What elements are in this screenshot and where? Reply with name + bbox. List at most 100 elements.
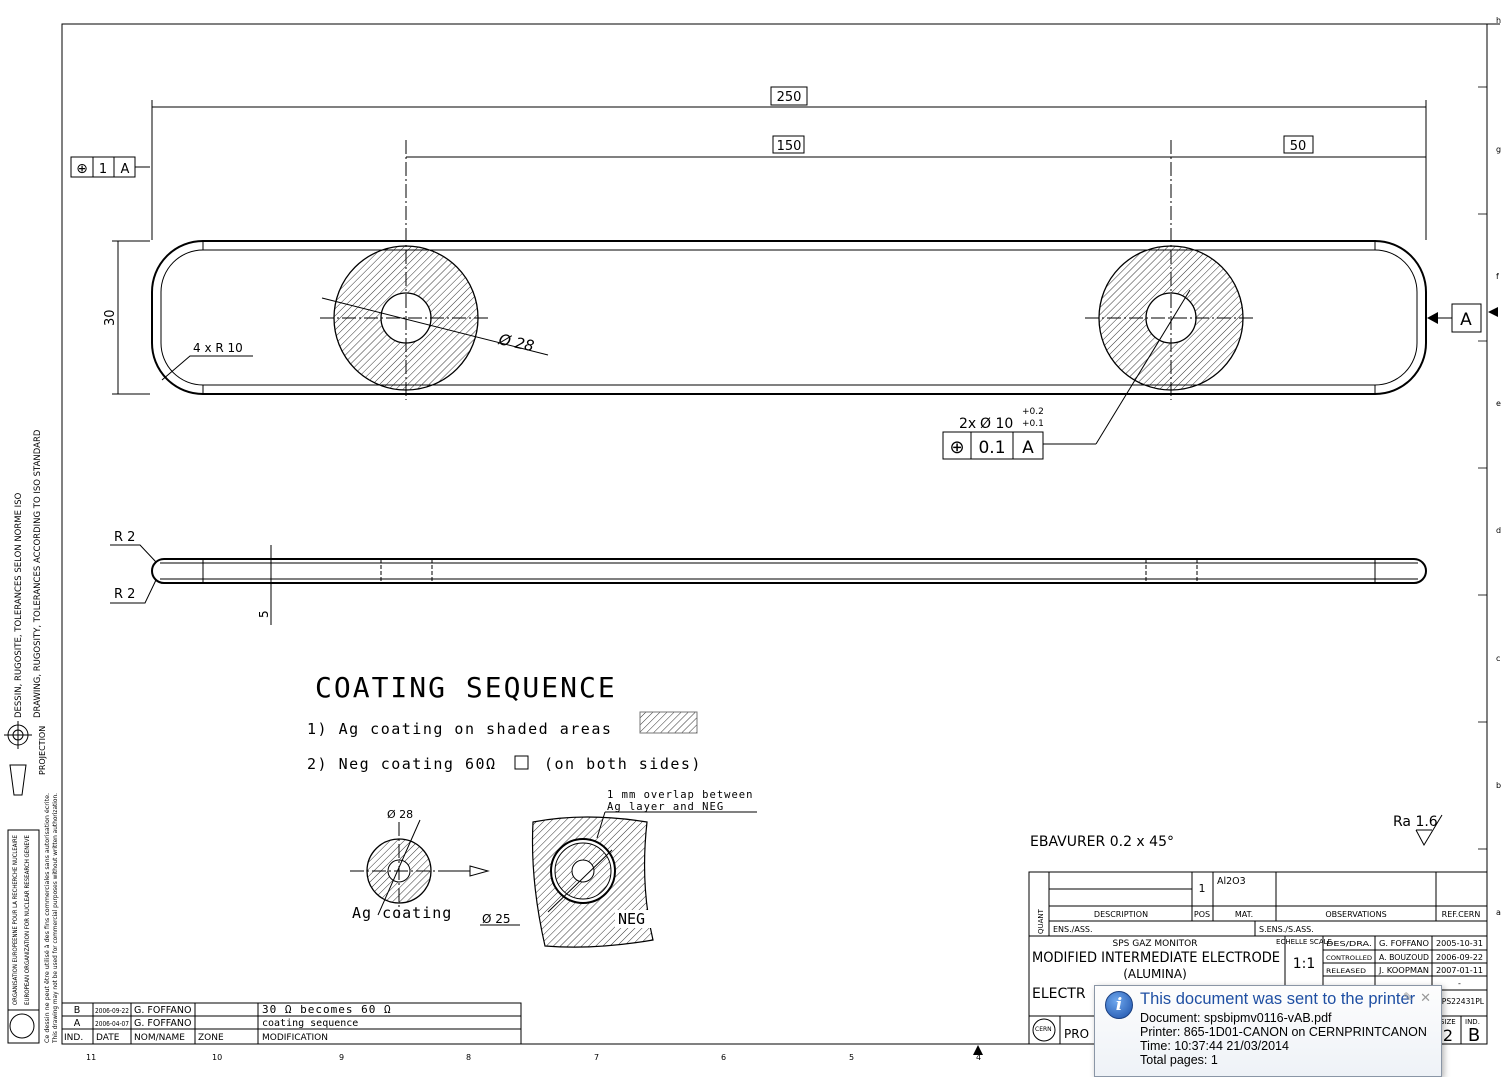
hole-diameter: Ø 10 (980, 416, 1013, 432)
settings-wrench-icon[interactable]: ✎ (1402, 990, 1413, 1004)
drawing-line: B 2006-09-22 G. FOFFANO 30 Ω becomes 60 … (64, 1003, 391, 1043)
drawing-line (1283, 135, 1314, 154)
drawing-text: 5 (849, 1053, 854, 1062)
drawing-line (547, 849, 613, 913)
side-view: 5 R 2 R 2 (110, 530, 1427, 625)
drawing-line (514, 755, 529, 770)
datum-label: A (1460, 310, 1472, 330)
position-tolerance-frame: ⊕ 1 A (70, 156, 150, 178)
dim-boss-diameter: Ø 28 (496, 330, 536, 355)
dim-edge-radius-top: R 2 (114, 530, 135, 545)
column-markers: 11 10 9 8 7 6 5 4 (86, 1053, 981, 1062)
notification-pages: Total pages: 1 (1140, 1053, 1218, 1067)
drawing-text: ENS./ASS. (1053, 925, 1093, 934)
drawing-text: EUROPEAN ORGANIZATION FOR NUCLEAR RESEAR… (24, 835, 31, 1005)
drawing-text: 2007-01-11 (1436, 966, 1483, 975)
drawing-text: b (1496, 781, 1501, 790)
drawing-text: S.ENS./S.ASS. (1259, 925, 1314, 934)
drawing-text: DESCRIPTION (1094, 910, 1148, 919)
drawing-text: A. BOUZOUD (1379, 953, 1429, 962)
drawing-line (770, 86, 808, 106)
hole-tolerance-frame: ⊕ 0.1 A (942, 431, 1044, 460)
dim-edge-offset: 50 (1290, 139, 1307, 154)
drawing-line (61, 1002, 522, 1045)
notification-document: Document: spsbipmv0116-vAB.pdf (1140, 1011, 1332, 1025)
drawing-text: RELEASED (1326, 967, 1366, 975)
drawing-text: Ce dessin ne peut être utilisé à des fin… (44, 793, 51, 1043)
drawing-title: MODIFIED INTERMEDIATE ELECTRODE (1032, 950, 1280, 966)
dim-hole-spacing: 150 (777, 139, 802, 154)
dim-overall: 250 (777, 90, 802, 105)
drawing-text: REF.CERN (1442, 910, 1481, 919)
drawing-text: (on both sides) (544, 755, 702, 773)
left-info-strip: DESSIN, RUGOSITE, TOLERANCES SELON NORME… (4, 429, 59, 1044)
drawing-text: e (1496, 399, 1501, 408)
drawing-text: J. KOOPMAN (1378, 966, 1429, 975)
printer-notification[interactable]: i This document was sent to the printer … (1094, 985, 1442, 1077)
drawing-text: 1 mm overlap between (607, 789, 753, 801)
drawing-text: ORGANISATION EUROPEENNE POUR LA RECHERCH… (12, 835, 19, 1005)
drawing-text: MODIFICATION (262, 1033, 328, 1043)
drawing-text: 2006-04-07 (95, 1020, 129, 1028)
drawing-text: 2006-09-22 (1436, 953, 1483, 962)
drawing-text: G. FOFFANO (134, 1005, 191, 1016)
drawing-text: 2) Neg coating 60Ω (307, 755, 497, 773)
drawing-text: B (74, 1005, 81, 1016)
drawing-text: c (1496, 654, 1500, 663)
drawing-text: Ø 28 (387, 808, 413, 821)
drawing-text: Ag layer and NEG (607, 801, 724, 813)
drawing-text: 4 (976, 1053, 981, 1062)
notification-time: Time: 10:37:44 21/03/2014 (1140, 1039, 1289, 1053)
drawing-text: 1 (99, 162, 107, 177)
drawing-text: 7 (594, 1053, 599, 1062)
drawing-text: B (1468, 1025, 1480, 1046)
drawing-text: PRO (1064, 1027, 1089, 1041)
drawing-text: h (1496, 16, 1501, 25)
drawing-text: 8 (466, 1053, 471, 1062)
drawing-text: G. FOFFANO (1379, 939, 1429, 948)
info-icon: i (1105, 991, 1133, 1019)
drawing-line (9, 1013, 35, 1039)
drawing-text: 2005-10-31 (1436, 939, 1483, 948)
drawing-text: A (121, 162, 130, 177)
drawing-line (110, 579, 157, 604)
drawing-line (1427, 312, 1438, 324)
drawing-text: DESSIN, RUGOSITE, TOLERANCES SELON NORME… (14, 492, 24, 718)
notification-printer: Printer: 865-1D01-CANON on CERNPRINTCANO… (1140, 1025, 1427, 1039)
drawing-line (1415, 814, 1443, 847)
drawing-text: NOM/NAME (134, 1033, 185, 1043)
drawing-text: MAT. (1235, 910, 1253, 919)
drawing-text: IND. (1465, 1018, 1480, 1026)
drawing-text: ZONE (198, 1033, 224, 1043)
drawing-line (571, 859, 595, 883)
revision-table: B 2006-09-22 G. FOFFANO 30 Ω becomes 60 … (61, 1002, 522, 1045)
deburr-note: EBAVURER 0.2 x 45° (1030, 834, 1174, 850)
drawing-line (942, 431, 1044, 460)
close-icon[interactable]: ✕ (1420, 990, 1431, 1005)
drawing-line (1478, 86, 1487, 850)
drawing-text: ELECTR (1032, 986, 1086, 1002)
dim-thickness: 5 (257, 610, 271, 618)
drawing-text: NEG (618, 910, 645, 928)
drawing-text: ⊕ (76, 161, 88, 177)
center-mark-icon (973, 1045, 983, 1055)
drawing-line (110, 544, 157, 563)
roughness-symbol: Ra 1.6 (1393, 814, 1443, 847)
drawing-text: 9 (339, 1053, 344, 1062)
drawing-line (772, 135, 805, 154)
drawing-line (1451, 303, 1482, 333)
drawing-line (161, 355, 253, 381)
drawing-line (7, 829, 40, 1044)
drawing-text: PROJECTION (38, 726, 47, 775)
hole-qty: 2x (959, 416, 976, 432)
drawing-text: 2006-09-22 (95, 1007, 129, 1015)
drawing-line (615, 910, 651, 928)
drawing-text: 6 (721, 1053, 726, 1062)
drawing-text: SPS GAZ MONITOR (1113, 939, 1198, 949)
drawing-text: CONTROLLED (1326, 954, 1372, 962)
center-mark-icon (1488, 307, 1498, 317)
drawing-line (639, 711, 698, 734)
drawing-text: DES/DRA. (1326, 940, 1372, 948)
drawing-frame (61, 23, 1488, 1045)
cern-logo (1032, 1018, 1056, 1042)
